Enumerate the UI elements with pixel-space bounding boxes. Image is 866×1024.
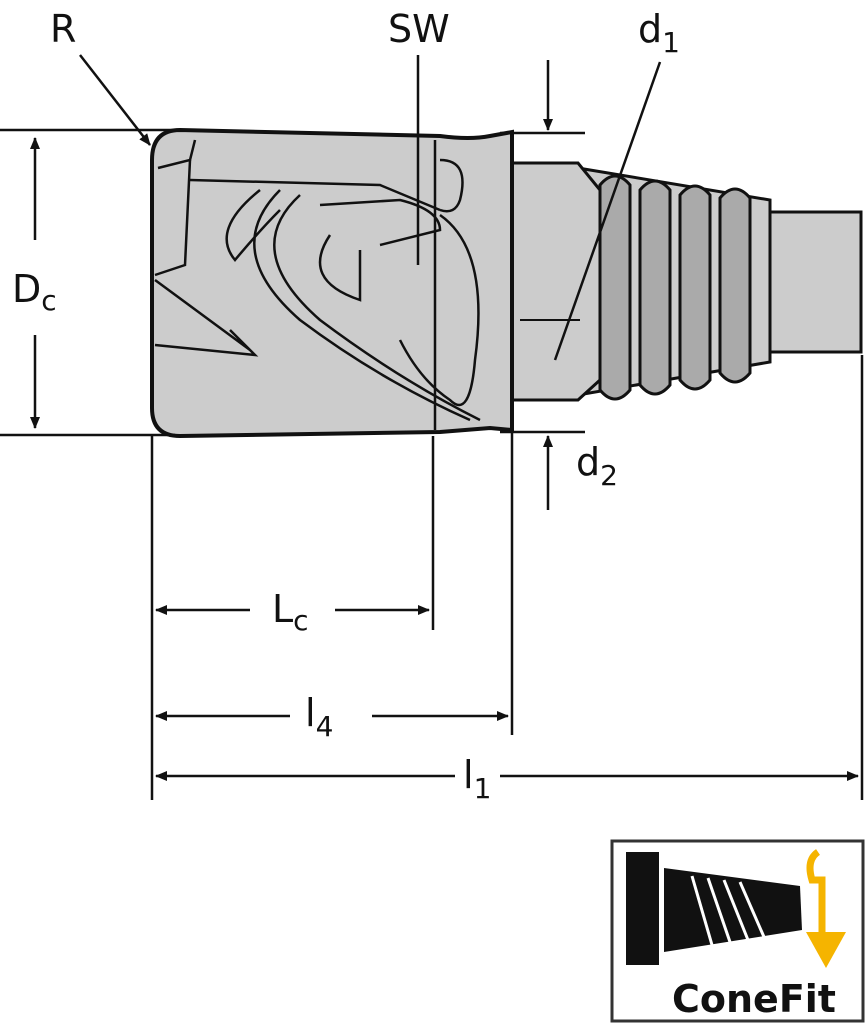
label-l4: l4 <box>305 691 333 743</box>
conefit-logo: ConeFit <box>610 839 865 1023</box>
tool-neck <box>510 161 602 402</box>
tool-thread <box>576 166 772 401</box>
rotate-arrow-icon <box>806 932 846 968</box>
label-Dc: Dc <box>12 267 57 317</box>
label-SW: SW <box>388 7 450 51</box>
logo-text: ConeFit <box>672 977 836 1021</box>
label-d1: d1 <box>638 7 680 59</box>
tool-head <box>150 127 514 439</box>
label-d2: d2 <box>576 440 618 492</box>
label-l1: l1 <box>463 753 491 805</box>
label-R: R <box>50 7 76 51</box>
tool-shank <box>766 210 863 354</box>
label-Lc: Lc <box>272 587 309 637</box>
dimension-lines <box>0 54 864 800</box>
